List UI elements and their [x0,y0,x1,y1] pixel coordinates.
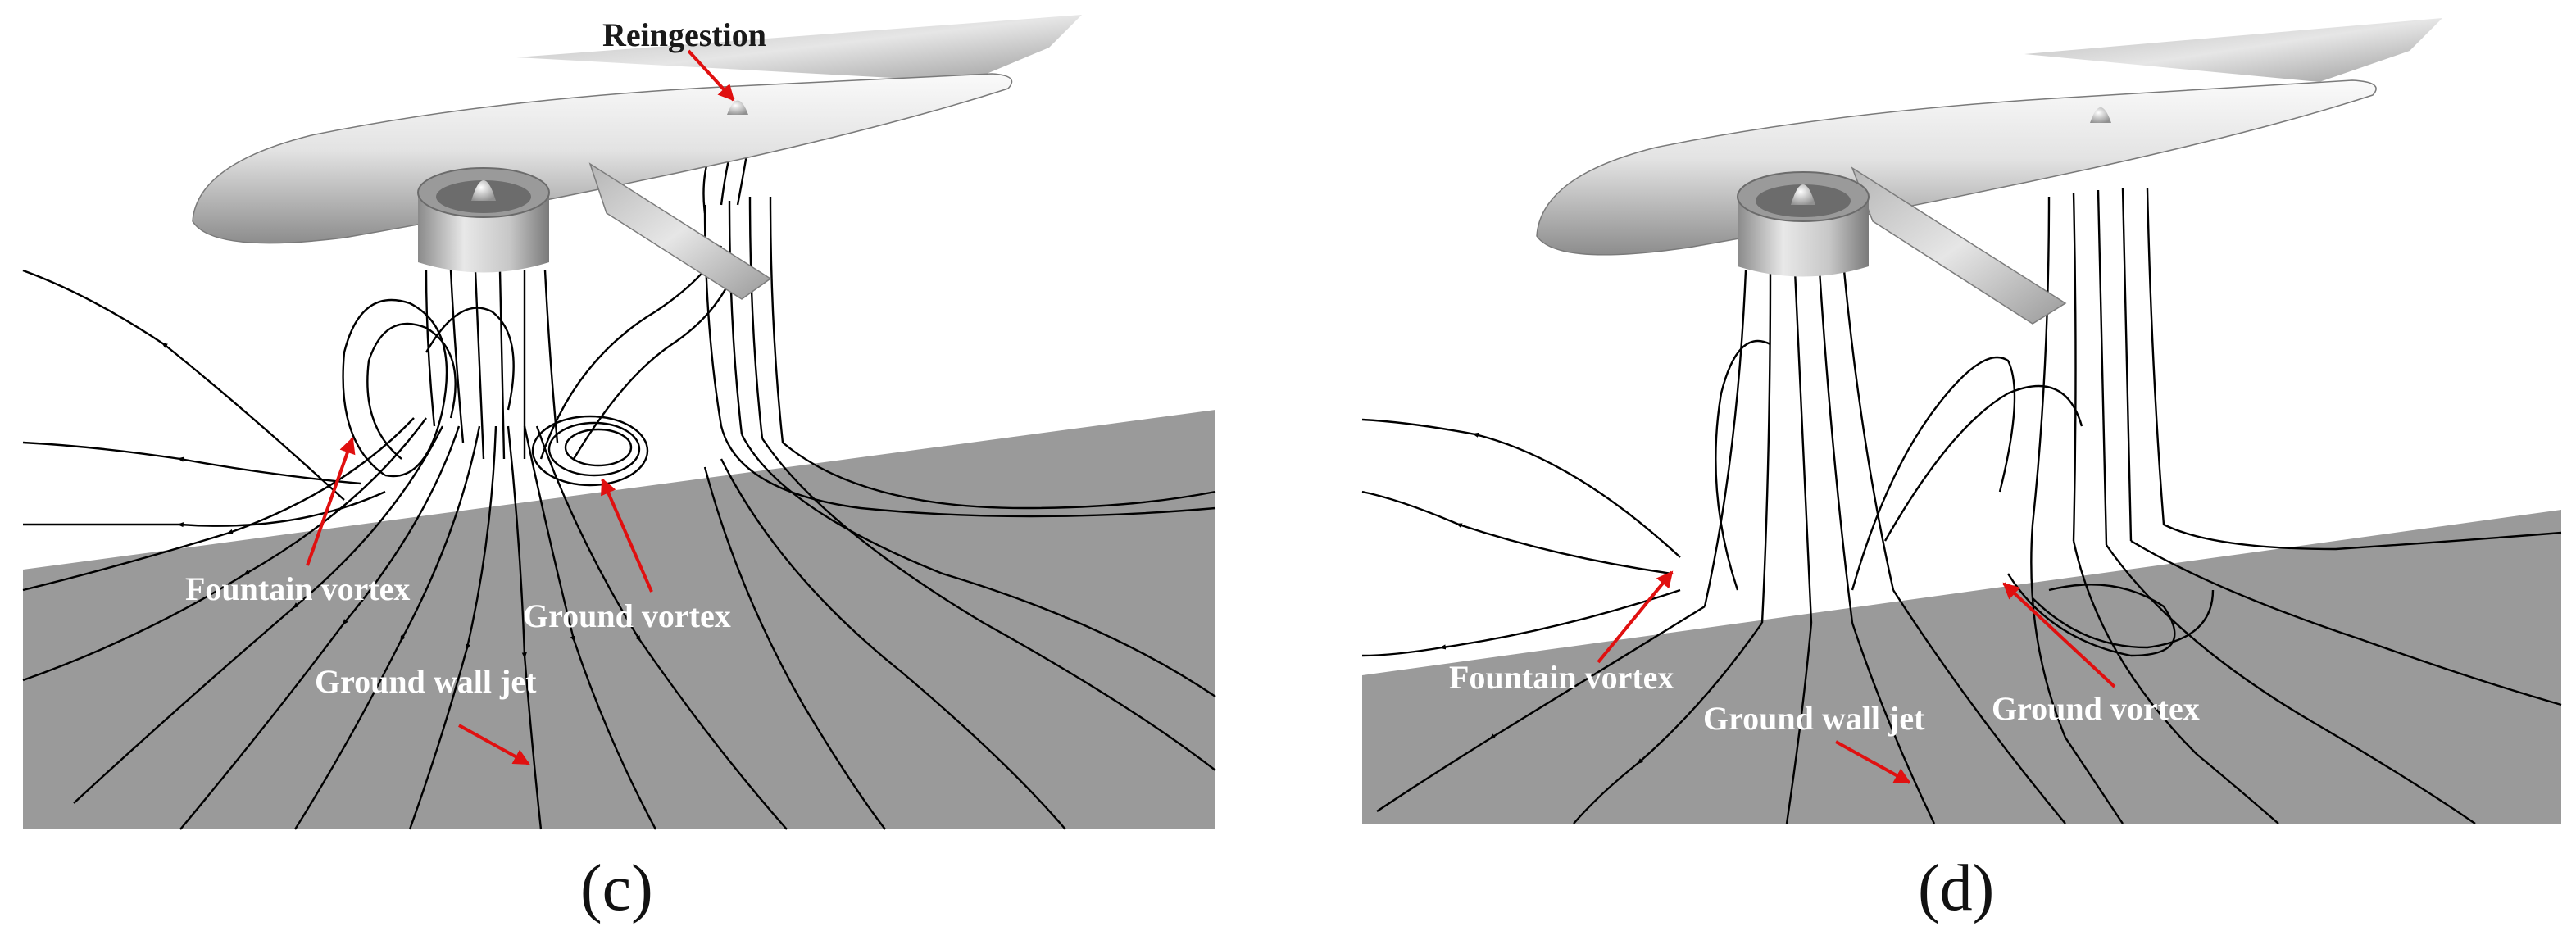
ground-vortex-arrow [601,478,653,593]
ground-wall-jet-arrow [1835,740,1911,784]
panel-c: Reingestion Fountain vortex Ground vorte… [22,15,1216,924]
panel-label: (d) [1918,852,1994,924]
reingestion-label: Reingestion [602,16,766,53]
panel-d: Fountain vortex Ground vortex Ground wal… [1361,18,2562,924]
panel-label: (c) [580,852,653,924]
streamlines [1361,188,2562,824]
fountain-vortex-arrow [1597,570,1674,664]
ground-plane [23,410,1215,829]
ground-plane [1362,510,2561,824]
ground-vortex-label: Ground vortex [1992,690,2200,727]
ground-vortex-arrow [2002,582,2116,688]
reingestion-arrow [687,49,735,102]
fountain-vortex-label: Fountain vortex [1449,659,1674,696]
ground-wall-jet-label: Ground wall jet [1703,700,1925,737]
ground-wall-jet-arrow [458,724,530,765]
fountain-vortex-arrow [306,437,356,566]
ground-vortex-label: Ground vortex [523,597,731,634]
ground-wall-jet-label: Ground wall jet [315,663,537,700]
aircraft-model [192,15,1082,300]
aircraft-model [1536,18,2442,325]
fountain-vortex-label: Fountain vortex [185,570,410,607]
